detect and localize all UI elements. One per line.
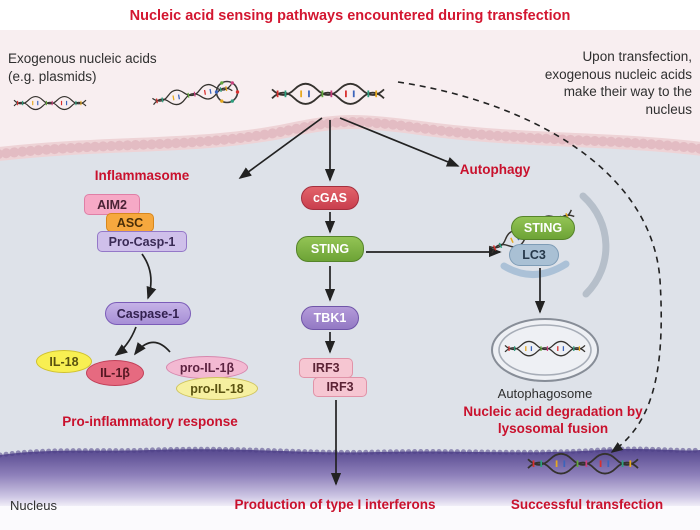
title-strip: [0, 0, 700, 30]
production-interferons-label: Production of type I interferons: [234, 497, 436, 512]
lc3-membrane-arc: [500, 260, 570, 278]
arrow-caspase-to-il1b: [114, 326, 137, 357]
pro-il1b-chip: pro-IL-1β: [166, 356, 248, 379]
diagram-title: Nucleic acid sensing pathways encountere…: [129, 8, 571, 24]
arrow-dna-to-autophagy: [339, 117, 460, 167]
il1b-chip: IL-1β: [86, 360, 144, 386]
cgas-chip: cGAS: [301, 186, 359, 210]
upon-transfection-annotation: Upon transfection, exogenous nucleic aci…: [544, 49, 692, 117]
phagophore-arc: [579, 192, 610, 298]
dashed-route-to-nucleus: [397, 81, 663, 453]
pathway-arrows: [114, 117, 546, 486]
asc-chip: ASC: [106, 213, 154, 232]
irf3-chip-1: IRF3: [299, 358, 353, 378]
irf3-chip-2: IRF3: [313, 377, 367, 397]
arrow-proil-to-il1b: [133, 341, 171, 356]
aim2-chip: AIM2: [84, 194, 140, 215]
successful-transfection-label: Successful transfection: [510, 497, 664, 512]
autophagosome-inner-membrane: [498, 324, 592, 376]
arrow-dna-to-inflammasome: [238, 117, 323, 180]
il18-chip: IL-18: [36, 350, 92, 373]
membrane-texture: [0, 117, 700, 159]
sting-chip: STING: [296, 236, 364, 262]
pro-inflammatory-label: Pro-inflammatory response: [62, 414, 238, 429]
pro-casp1-chip: Pro-Casp-1: [97, 231, 187, 252]
lc3-chip: LC3: [509, 244, 559, 266]
plasmid-circle-icon: [214, 80, 240, 104]
arrow-procasp-to-caspase: [141, 253, 157, 300]
exogenous-annotation: Exogenous nucleic acids (e.g. plasmids): [8, 51, 157, 84]
nucleus-label: Nucleus: [10, 498, 57, 513]
inflammasome-label: Inflammasome: [94, 168, 190, 183]
nucleus-envelope-texture: [0, 446, 700, 458]
tbk1-chip: TBK1: [301, 306, 359, 330]
degradation-label: Nucleic acid degradation by lysosomal fu…: [463, 404, 643, 436]
sting-autophagy-chip: STING: [511, 216, 575, 240]
caspase1-chip: Caspase-1: [105, 302, 191, 325]
bottom-strip: [0, 506, 700, 530]
autophagy-label: Autophagy: [459, 162, 531, 177]
autophagosome-label: Autophagosome: [497, 386, 593, 401]
pro-il18-chip: pro-IL-18: [176, 377, 258, 400]
